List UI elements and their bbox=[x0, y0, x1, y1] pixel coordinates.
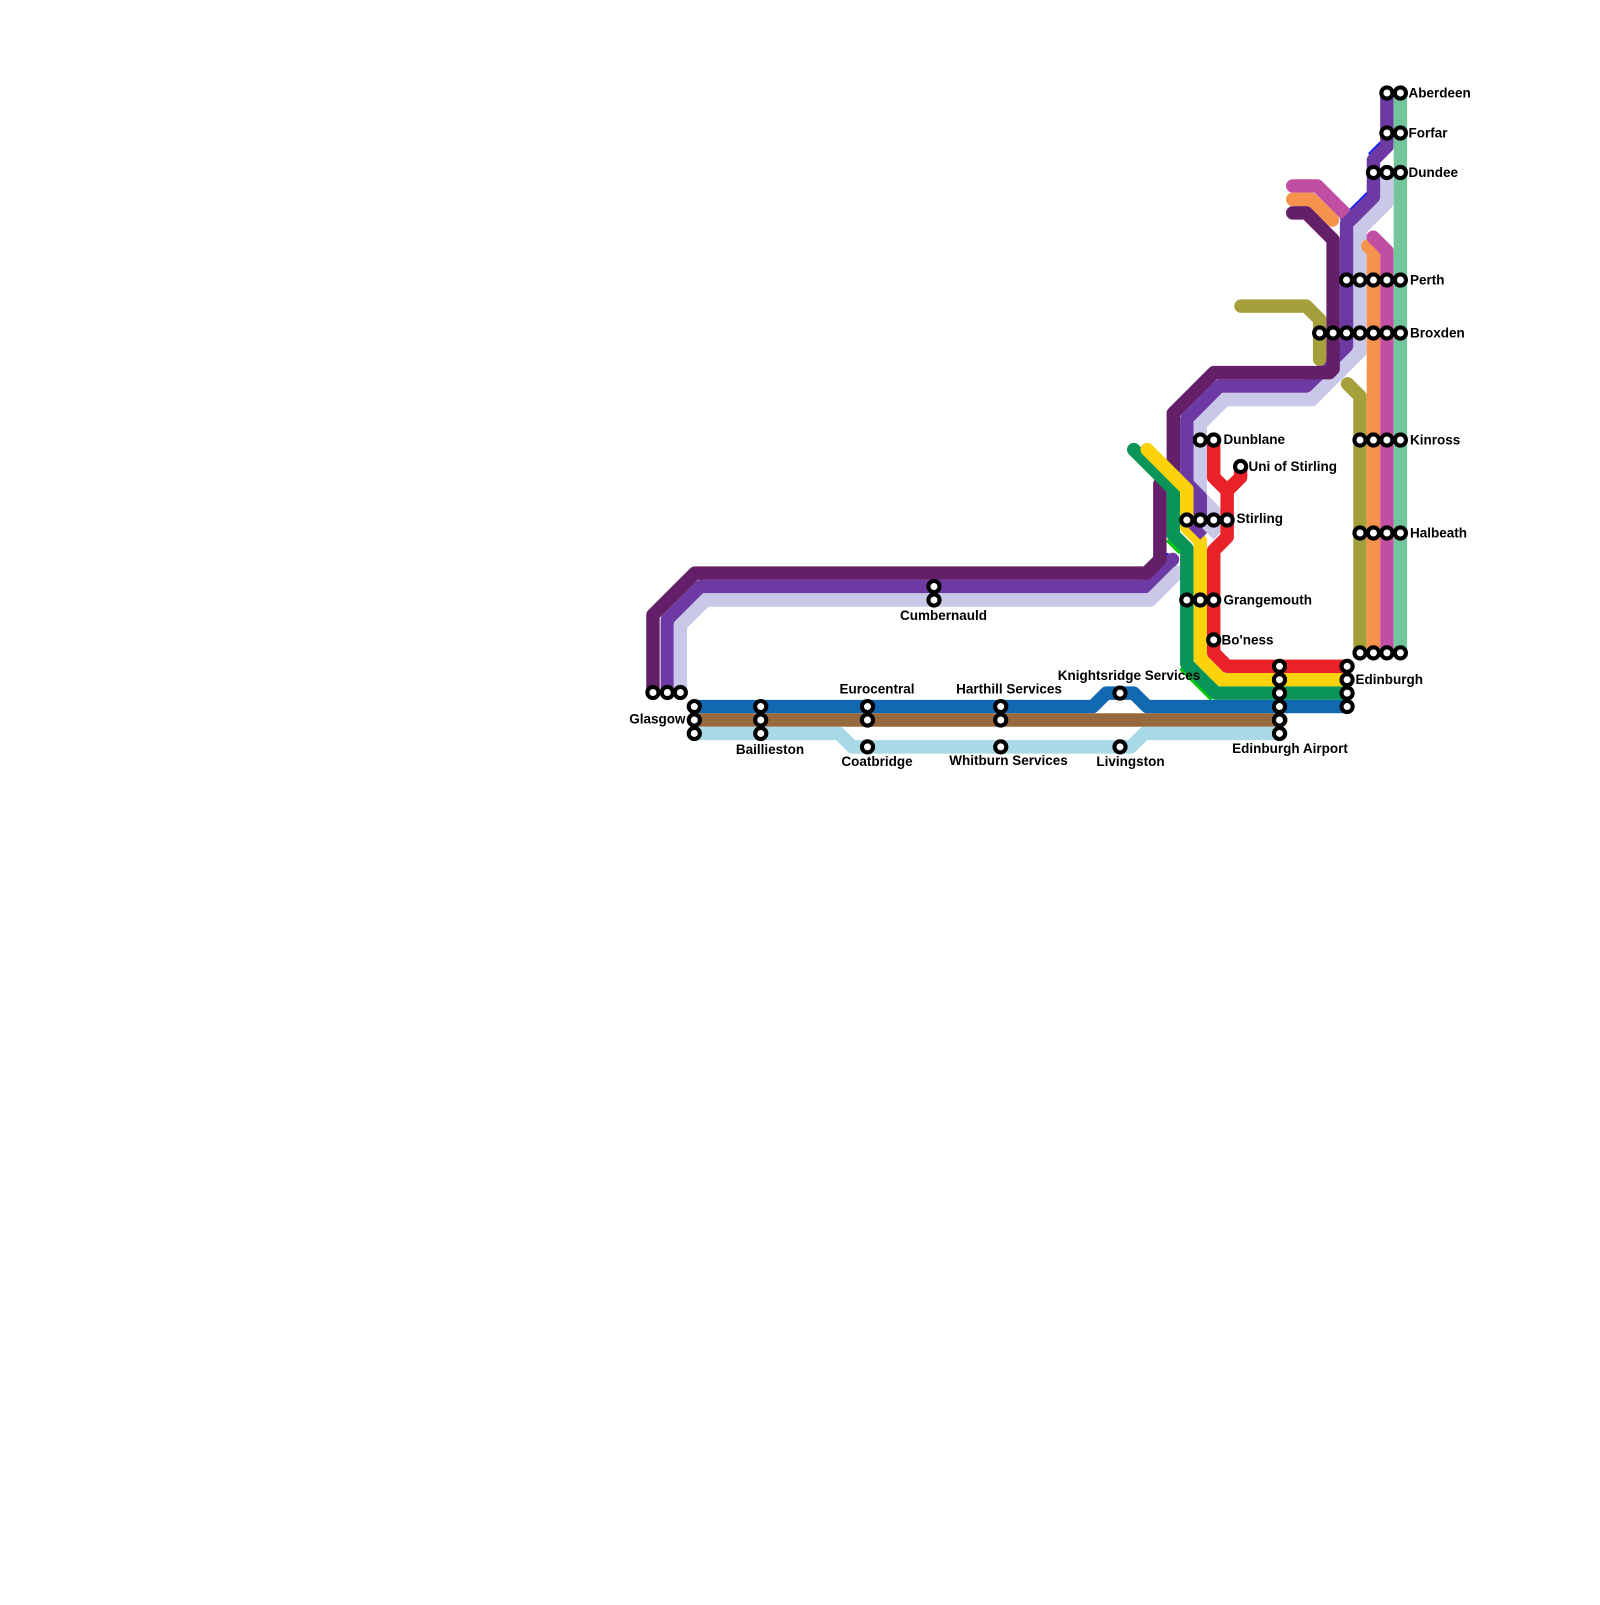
svg-text:Dundee: Dundee bbox=[1409, 165, 1459, 180]
svg-text:Knightsridge Services: Knightsridge Services bbox=[1058, 668, 1201, 683]
svg-text:Baillieston: Baillieston bbox=[736, 742, 804, 757]
svg-text:Bo'ness: Bo'ness bbox=[1222, 633, 1274, 648]
svg-text:Perth: Perth bbox=[1410, 273, 1445, 288]
svg-text:Cumbernauld: Cumbernauld bbox=[900, 608, 987, 623]
svg-text:Stirling: Stirling bbox=[1237, 511, 1284, 526]
svg-text:Glasgow: Glasgow bbox=[629, 712, 686, 727]
svg-text:Grangemouth: Grangemouth bbox=[1224, 593, 1313, 608]
svg-text:Edinburgh Airport: Edinburgh Airport bbox=[1232, 741, 1348, 756]
svg-text:Uni of Stirling: Uni of Stirling bbox=[1249, 459, 1338, 474]
svg-text:Aberdeen: Aberdeen bbox=[1409, 86, 1471, 101]
svg-text:Coatbridge: Coatbridge bbox=[841, 754, 913, 769]
svg-text:Edinburgh: Edinburgh bbox=[1356, 672, 1424, 687]
svg-text:Harthill Services: Harthill Services bbox=[956, 682, 1062, 697]
svg-text:Whitburn Services: Whitburn Services bbox=[949, 753, 1068, 768]
svg-text:Broxden: Broxden bbox=[1410, 326, 1465, 341]
svg-text:Halbeath: Halbeath bbox=[1410, 526, 1467, 541]
svg-text:Forfar: Forfar bbox=[1409, 126, 1449, 141]
svg-text:Kinross: Kinross bbox=[1410, 433, 1460, 448]
svg-text:Eurocentral: Eurocentral bbox=[839, 682, 914, 697]
svg-text:Dunblane: Dunblane bbox=[1224, 432, 1286, 447]
svg-text:Livingston: Livingston bbox=[1096, 754, 1164, 769]
